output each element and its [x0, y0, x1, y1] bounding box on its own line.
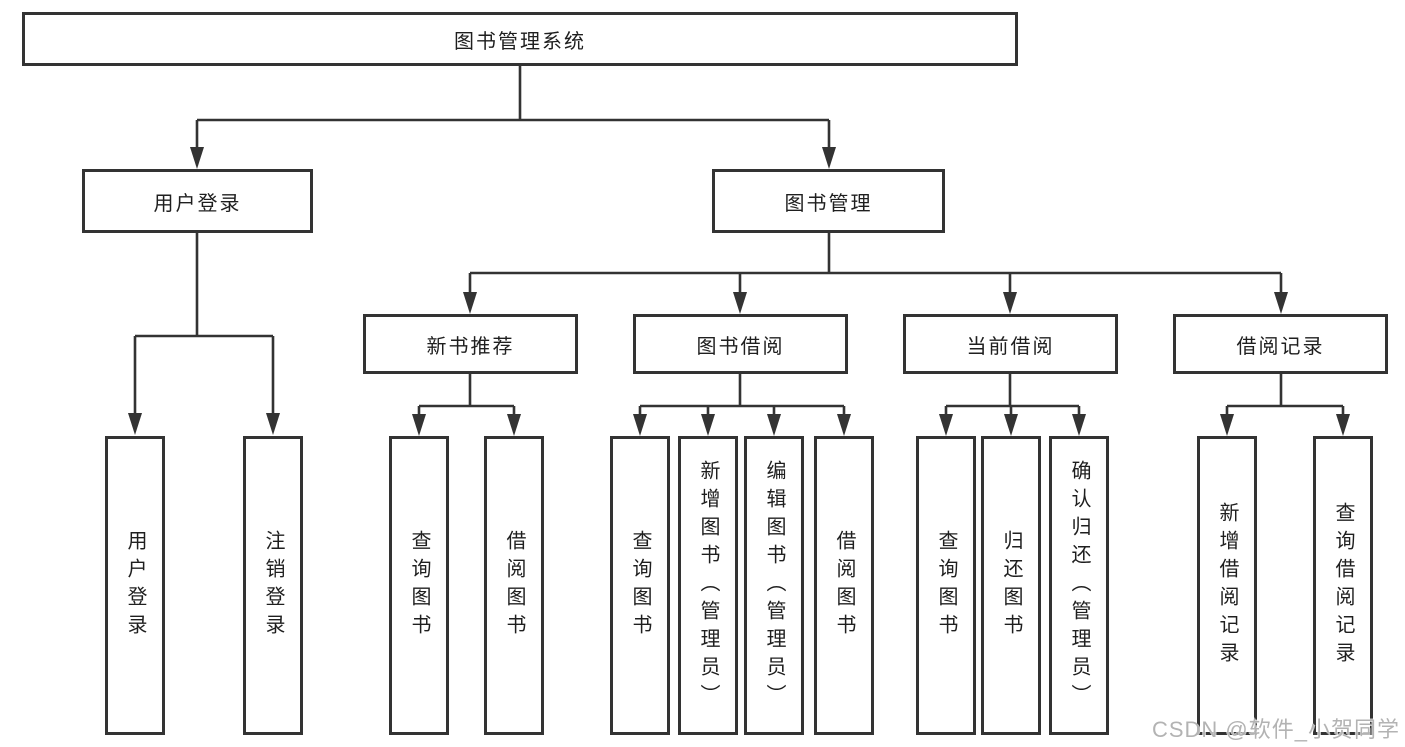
leaf-label: 注销登录 [262, 529, 284, 642]
edge-current-borrow-children [944, 374, 1081, 418]
leaf-add-borrow-record: 新增借阅记录 [1197, 436, 1257, 735]
arrowhead-book-borrow [733, 292, 747, 314]
arrowhead-nb-leaf-1 [412, 414, 426, 436]
arrowhead-bb-leaf-1 [633, 414, 647, 436]
node-borrowing-records: 借阅记录 [1173, 314, 1388, 374]
arrowhead-new-book [463, 292, 477, 314]
edge-book-management-children [468, 233, 1283, 296]
node-book-borrowing: 图书借阅 [633, 314, 848, 374]
node-book-management: 图书管理 [712, 169, 945, 233]
node-root-library-system: 图书管理系统 [22, 12, 1018, 66]
arrowhead-bb-leaf-2 [701, 414, 715, 436]
arrowhead-borrow-records [1274, 292, 1288, 314]
leaf-confirm-return-admin: 确认归还（管理员） [1049, 436, 1109, 735]
arrowhead-br-leaf-1 [1220, 414, 1234, 436]
arrowhead-cb-leaf-3 [1072, 414, 1086, 436]
node-new-book-recommendation: 新书推荐 [363, 314, 578, 374]
leaf-label: 确认归还（管理员） [1068, 459, 1090, 712]
leaf-query-borrow-record: 查询借阅记录 [1313, 436, 1373, 735]
arrowhead-bb-leaf-3 [767, 414, 781, 436]
leaf-label: 新增图书（管理员） [697, 459, 719, 712]
arrowhead-user-login [190, 147, 204, 169]
leaf-label: 借阅图书 [833, 529, 855, 642]
edge-user-login-children [133, 233, 275, 416]
leaf-label: 新增借阅记录 [1216, 501, 1238, 670]
edge-book-borrow-children [638, 374, 846, 418]
leaf-label: 借阅图书 [503, 529, 525, 642]
leaf-label: 查询借阅记录 [1332, 501, 1354, 670]
arrowhead-br-leaf-2 [1336, 414, 1350, 436]
leaf-query-books-nb: 查询图书 [389, 436, 449, 735]
arrowhead-book-management [822, 147, 836, 169]
leaf-label: 查询图书 [629, 529, 651, 642]
edge-new-book-children [417, 374, 516, 418]
leaf-label: 用户登录 [124, 529, 146, 642]
leaf-label: 编辑图书（管理员） [763, 459, 785, 712]
edge-root-to-level2 [195, 66, 831, 150]
csdn-watermark: CSDN @软件_小贺同学 [1151, 717, 1400, 742]
leaf-label: 查询图书 [935, 529, 957, 642]
arrowhead-leaf-logout [266, 413, 280, 435]
leaf-return-books: 归还图书 [981, 436, 1041, 735]
arrowhead-cb-leaf-2 [1004, 414, 1018, 436]
leaf-label: 归还图书 [1000, 529, 1022, 642]
edge-borrow-records-children [1225, 374, 1345, 418]
leaf-query-books-cb: 查询图书 [916, 436, 976, 735]
arrowhead-cb-leaf-1 [939, 414, 953, 436]
leaf-add-books-admin: 新增图书（管理员） [678, 436, 738, 735]
leaf-borrow-books-nb: 借阅图书 [484, 436, 544, 735]
arrowhead-nb-leaf-2 [507, 414, 521, 436]
leaf-edit-books-admin: 编辑图书（管理员） [744, 436, 804, 735]
arrowhead-bb-leaf-4 [837, 414, 851, 436]
leaf-query-books-bb: 查询图书 [610, 436, 670, 735]
arrowhead-leaf-user-login [128, 413, 142, 435]
leaf-borrow-books-bb: 借阅图书 [814, 436, 874, 735]
node-current-borrowing: 当前借阅 [903, 314, 1118, 374]
node-user-login: 用户登录 [82, 169, 313, 233]
arrowhead-current-borrow [1003, 292, 1017, 314]
leaf-user-login: 用户登录 [105, 436, 165, 735]
leaf-label: 查询图书 [408, 529, 430, 642]
leaf-logout: 注销登录 [243, 436, 303, 735]
